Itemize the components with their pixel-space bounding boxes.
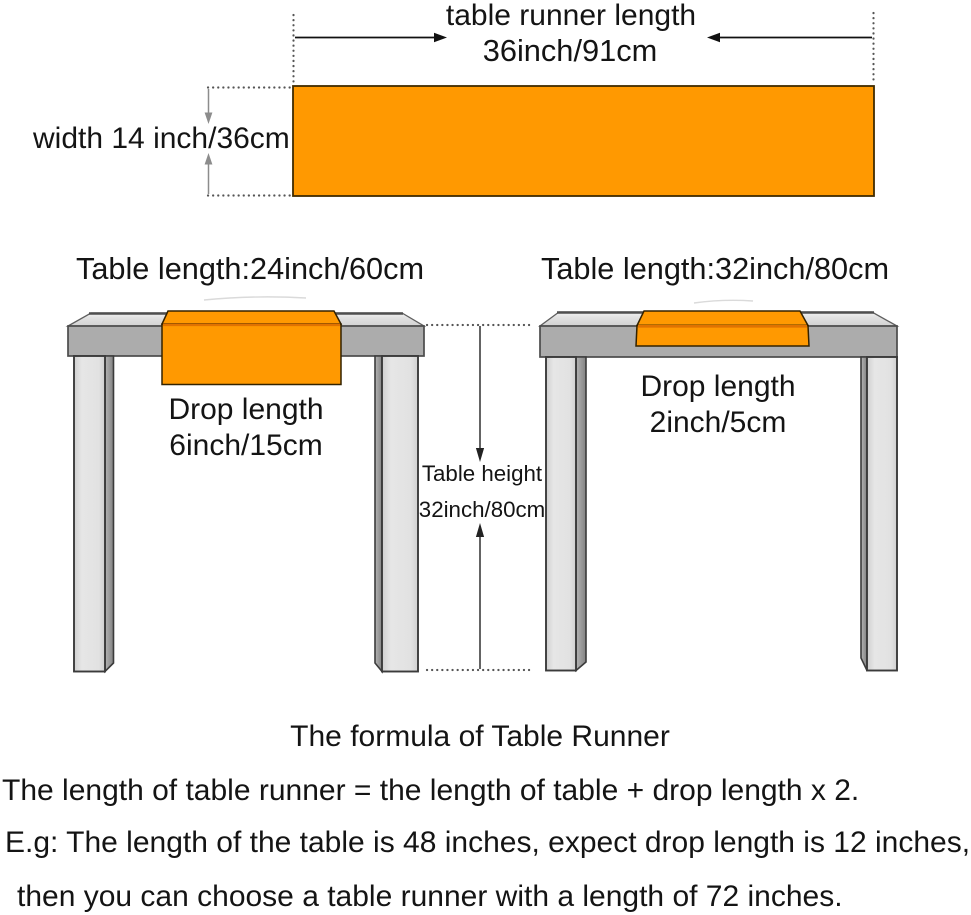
right-table-runner xyxy=(635,310,810,347)
right-table-right-leg xyxy=(860,356,898,672)
length-arrow-right xyxy=(707,32,872,43)
runner-rectangle xyxy=(292,85,875,197)
right-drop-value: 2inch/5cm xyxy=(649,406,787,439)
width-arrow-up xyxy=(204,153,213,194)
left-drop-value: 6inch/15cm xyxy=(169,429,323,462)
runner-length-value: 36inch/91cm xyxy=(482,33,658,68)
left-table-right-leg xyxy=(374,355,419,674)
left-drop-label: Drop length xyxy=(168,393,324,426)
left-table-left-leg xyxy=(73,355,115,674)
right-table xyxy=(538,310,900,673)
right-runner-faint-crease xyxy=(693,299,754,304)
right-drop-label: Drop length xyxy=(640,370,796,403)
left-table-title: Table length:24inch/60cm xyxy=(75,251,425,286)
right-table-title: Table length:32inch/80cm xyxy=(540,251,890,286)
height-arrow-up xyxy=(475,523,485,669)
formula-line2: E.g: The length of the table is 48 inche… xyxy=(5,826,971,859)
left-runner-faint-crease xyxy=(203,296,307,301)
runner-width-label: width 14 inch/36cm xyxy=(33,122,290,155)
length-arrow-left xyxy=(295,32,447,43)
width-arrow-down xyxy=(204,89,213,124)
runner-length-label: table runner length xyxy=(445,0,697,32)
left-table-runner xyxy=(160,310,343,386)
left-table xyxy=(65,310,427,674)
height-arrow-down xyxy=(475,326,485,462)
formula-line1: The length of table runner = the length … xyxy=(2,774,860,807)
formula-title: The formula of Table Runner xyxy=(290,720,670,753)
table-height-label: Table height xyxy=(421,461,543,486)
table-height-value: 32inch/80cm xyxy=(418,497,546,522)
right-table-left-leg xyxy=(545,356,587,673)
runner-top-view xyxy=(204,11,875,197)
formula-line3: then you can choose a table runner with … xyxy=(17,880,843,913)
table-height-annotation xyxy=(425,323,536,672)
